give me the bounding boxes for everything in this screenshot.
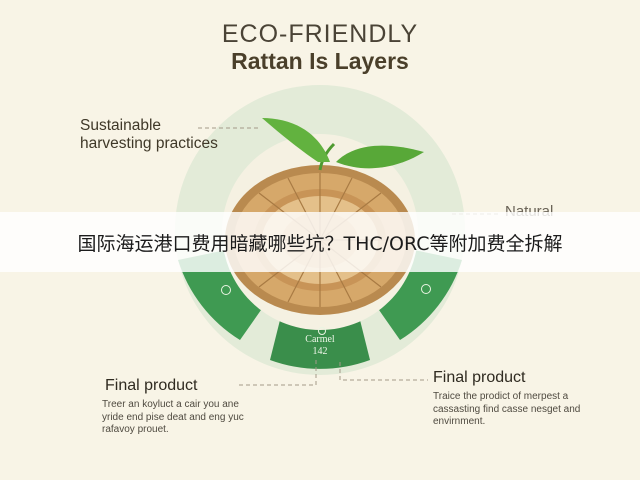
connector-bottom-left: [236, 360, 317, 386]
banner-text: 国际海运港口费用暗藏哪些坑？THC/ORC等附加费全拆解: [77, 233, 563, 255]
bottom-segment-icon: [318, 327, 326, 335]
text-final-product-right: Traice the prodict of merpest a cassasti…: [433, 391, 581, 427]
segment-right: [372, 250, 462, 340]
left-segment-icon: [221, 285, 231, 295]
text-final-product-left: Treer an koyluct a cair you ane yride en…: [102, 399, 244, 435]
leaf-right: [336, 145, 424, 169]
segment-left: [178, 250, 268, 340]
label-final-product-left: Final product: [105, 377, 198, 394]
leaf-left: [262, 118, 330, 162]
title-eco-friendly: ECO-FRIENDLY: [221, 20, 419, 48]
connector-bottom-right: [339, 362, 428, 381]
overlay-banner: [0, 212, 640, 272]
label-sustainable-harvesting: Sustainable harvesting practices: [80, 117, 218, 153]
right-segment-icon: [421, 284, 431, 294]
segment-bottom-number: 142: [312, 346, 328, 357]
segment-bottom-label: Carmel 142: [290, 334, 350, 358]
segment-bottom-name: Carmel: [305, 334, 335, 345]
title-rattan-layers: Rattan Is Layers: [231, 48, 409, 74]
label-final-product-right: Final product: [433, 369, 526, 386]
